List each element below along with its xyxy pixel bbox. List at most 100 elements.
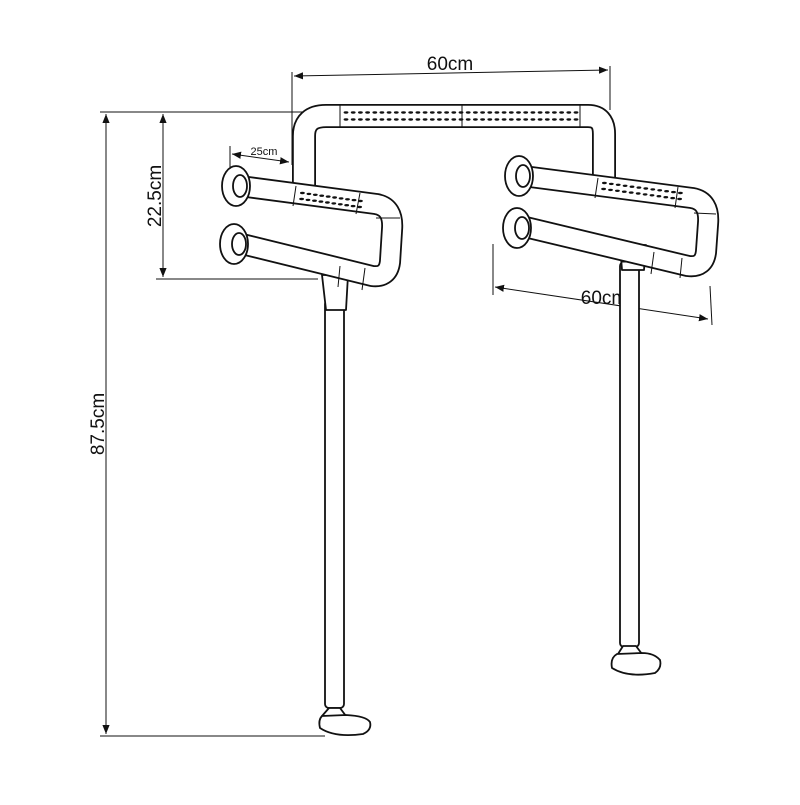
grip-dot — [650, 188, 656, 191]
grip-dot — [501, 111, 507, 114]
grip-dot — [358, 111, 363, 114]
grip-dot — [642, 193, 648, 196]
grip-dot — [379, 111, 385, 114]
grip-dot — [559, 118, 564, 121]
grip-dot — [628, 191, 634, 194]
grip-dot — [401, 118, 406, 121]
top-back-bar — [292, 104, 616, 188]
grip-dot — [656, 195, 662, 198]
grip-dot — [343, 118, 349, 121]
grip-dot — [544, 111, 550, 114]
grip-dot — [312, 199, 317, 202]
grip-dot — [415, 111, 421, 114]
grip-dot — [401, 111, 406, 114]
grip-dot — [350, 111, 356, 114]
short-offset-label: 25cm — [251, 146, 278, 158]
grip-dot — [663, 196, 669, 199]
grip-dot — [358, 118, 363, 121]
grip-dot — [657, 189, 663, 192]
grip-dot — [573, 111, 579, 114]
grip-dot — [331, 202, 337, 205]
grip-dot — [608, 182, 614, 186]
grip-dot — [530, 111, 536, 114]
grip-dot — [649, 194, 655, 197]
grip-dot — [608, 188, 613, 192]
total-height-label: 87.5cm — [88, 393, 109, 455]
left-leg — [318, 274, 372, 737]
grip-dot — [351, 198, 357, 202]
grip-dot — [312, 193, 318, 196]
grip-dot — [465, 118, 471, 121]
grip-dot — [393, 111, 399, 114]
grip-dot — [350, 118, 356, 121]
grip-dot — [325, 195, 331, 198]
right-lower-wall-flange — [502, 207, 532, 249]
side-depth-label: 60cm — [581, 288, 627, 309]
grip-dot — [480, 118, 485, 121]
grip-dot — [338, 197, 344, 200]
grip-dot — [357, 205, 362, 209]
grip-dot — [487, 118, 493, 121]
grip-dot — [318, 200, 324, 203]
grip-dot — [422, 111, 428, 114]
grip-dot — [393, 118, 399, 121]
grip-dot — [365, 111, 370, 114]
grip-dot — [671, 190, 676, 194]
grip-dot — [337, 203, 343, 206]
left-rail — [219, 165, 404, 291]
grip-dot — [343, 111, 349, 114]
grip-dot — [487, 111, 493, 114]
grip-dot — [516, 118, 521, 121]
grip-dot — [299, 197, 304, 201]
grip-dot — [422, 118, 428, 121]
grip-dot — [379, 118, 385, 121]
grip-dot — [465, 111, 471, 114]
grip-dot — [305, 198, 311, 202]
dimension-short-offset: 25cm — [229, 146, 290, 170]
grip-dot — [629, 185, 635, 188]
grip-dot — [601, 187, 606, 191]
grip-dot — [451, 111, 457, 114]
dimension-total-height: 87.5cm — [88, 111, 330, 737]
right-floor-base — [610, 652, 662, 676]
grip-dot — [306, 192, 312, 196]
grip-dot — [615, 183, 621, 186]
top-grip-dots — [343, 111, 579, 121]
grip-dot — [566, 111, 572, 114]
top-width-label: 60cm — [427, 54, 473, 75]
grip-dot — [473, 111, 478, 114]
dimension-rail-height: 22.5cm — [145, 111, 318, 280]
grip-dot — [344, 204, 350, 207]
grip-dot — [429, 118, 435, 121]
grip-dot — [350, 204, 356, 208]
grip-dot — [408, 111, 414, 114]
grip-dot — [537, 111, 543, 114]
grip-dot — [480, 111, 485, 114]
grip-dot — [622, 184, 628, 187]
grip-dot — [678, 191, 683, 195]
grip-dot — [372, 118, 378, 121]
grip-dot — [643, 187, 649, 190]
left-grip-dots — [299, 191, 363, 209]
right-upper-wall-flange — [504, 155, 534, 197]
left-upper-wall-flange — [221, 165, 251, 207]
grip-dot — [444, 111, 449, 114]
grip-dot — [573, 118, 579, 121]
grip-dot — [530, 118, 536, 121]
grip-dot — [516, 111, 521, 114]
grip-dot — [523, 111, 529, 114]
grip-dot — [615, 189, 620, 192]
grip-dot — [664, 190, 669, 193]
grip-dot — [523, 118, 529, 121]
grip-dot — [473, 118, 478, 121]
grip-dot — [444, 118, 449, 121]
grip-dot — [415, 118, 421, 121]
grip-dot — [552, 111, 557, 114]
grip-dot — [451, 118, 457, 121]
dimension-side-depth: 60cm — [492, 244, 713, 326]
grip-dot — [602, 181, 607, 185]
grip-dot — [365, 118, 370, 121]
grip-dot — [372, 111, 378, 114]
